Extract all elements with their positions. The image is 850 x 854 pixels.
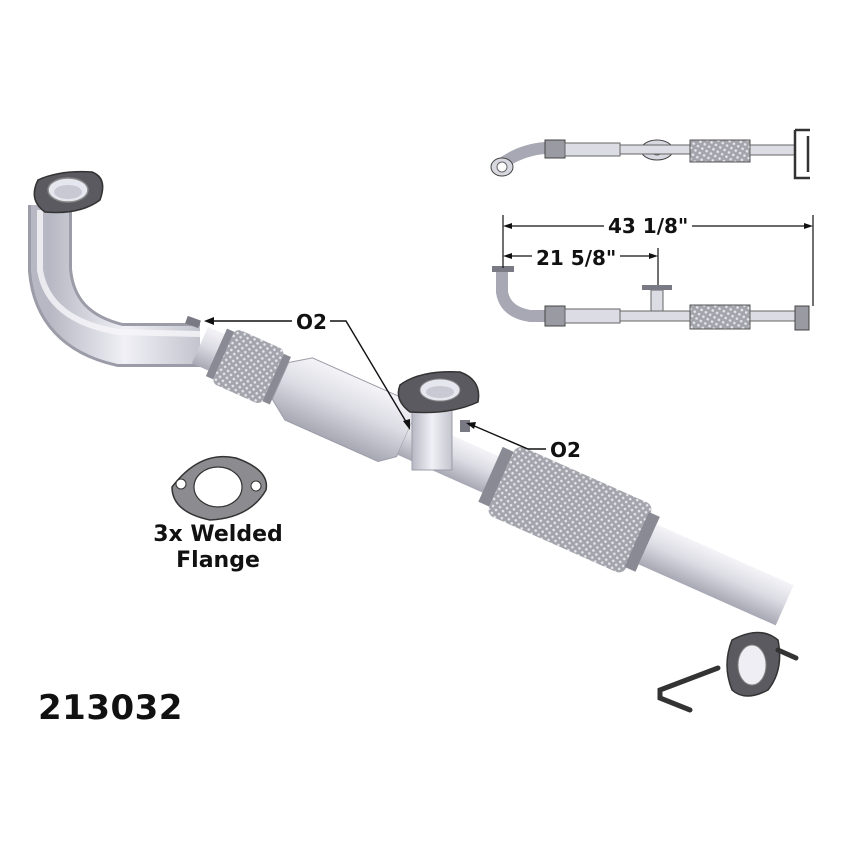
- flex-joint-front: [213, 330, 284, 404]
- o2-sensor-callout-upstream: O2: [296, 310, 327, 334]
- main-pipe-assembly: [27, 170, 799, 713]
- inset-side-view: [492, 266, 810, 331]
- flange-note: 3x Welded Flange: [128, 522, 308, 574]
- welded-flange-icon: [171, 455, 268, 521]
- o2-tee-riser: [397, 371, 480, 471]
- stud: [775, 647, 799, 661]
- o2-sensor-callout-downstream: O2: [550, 438, 581, 462]
- catalytic-converter: [271, 357, 416, 463]
- o2-bung-upstream: [185, 315, 201, 329]
- o2-bung-downstream: [460, 420, 470, 432]
- hanger-rod: [657, 665, 721, 713]
- overall-length-dimension: 43 1/8": [604, 214, 693, 238]
- flange-note-line2: Flange: [176, 548, 260, 573]
- callout-leaders: [204, 317, 546, 450]
- flange-note-line1: 3x Welded: [153, 522, 283, 547]
- outlet-flange: [657, 631, 799, 713]
- o2-bung-distance-dimension: 21 5/8": [532, 246, 621, 270]
- flex-joint-rear: [488, 447, 652, 573]
- inset-top-view: [490, 128, 810, 180]
- inlet-flange: [33, 170, 104, 214]
- part-number: 213032: [38, 688, 183, 728]
